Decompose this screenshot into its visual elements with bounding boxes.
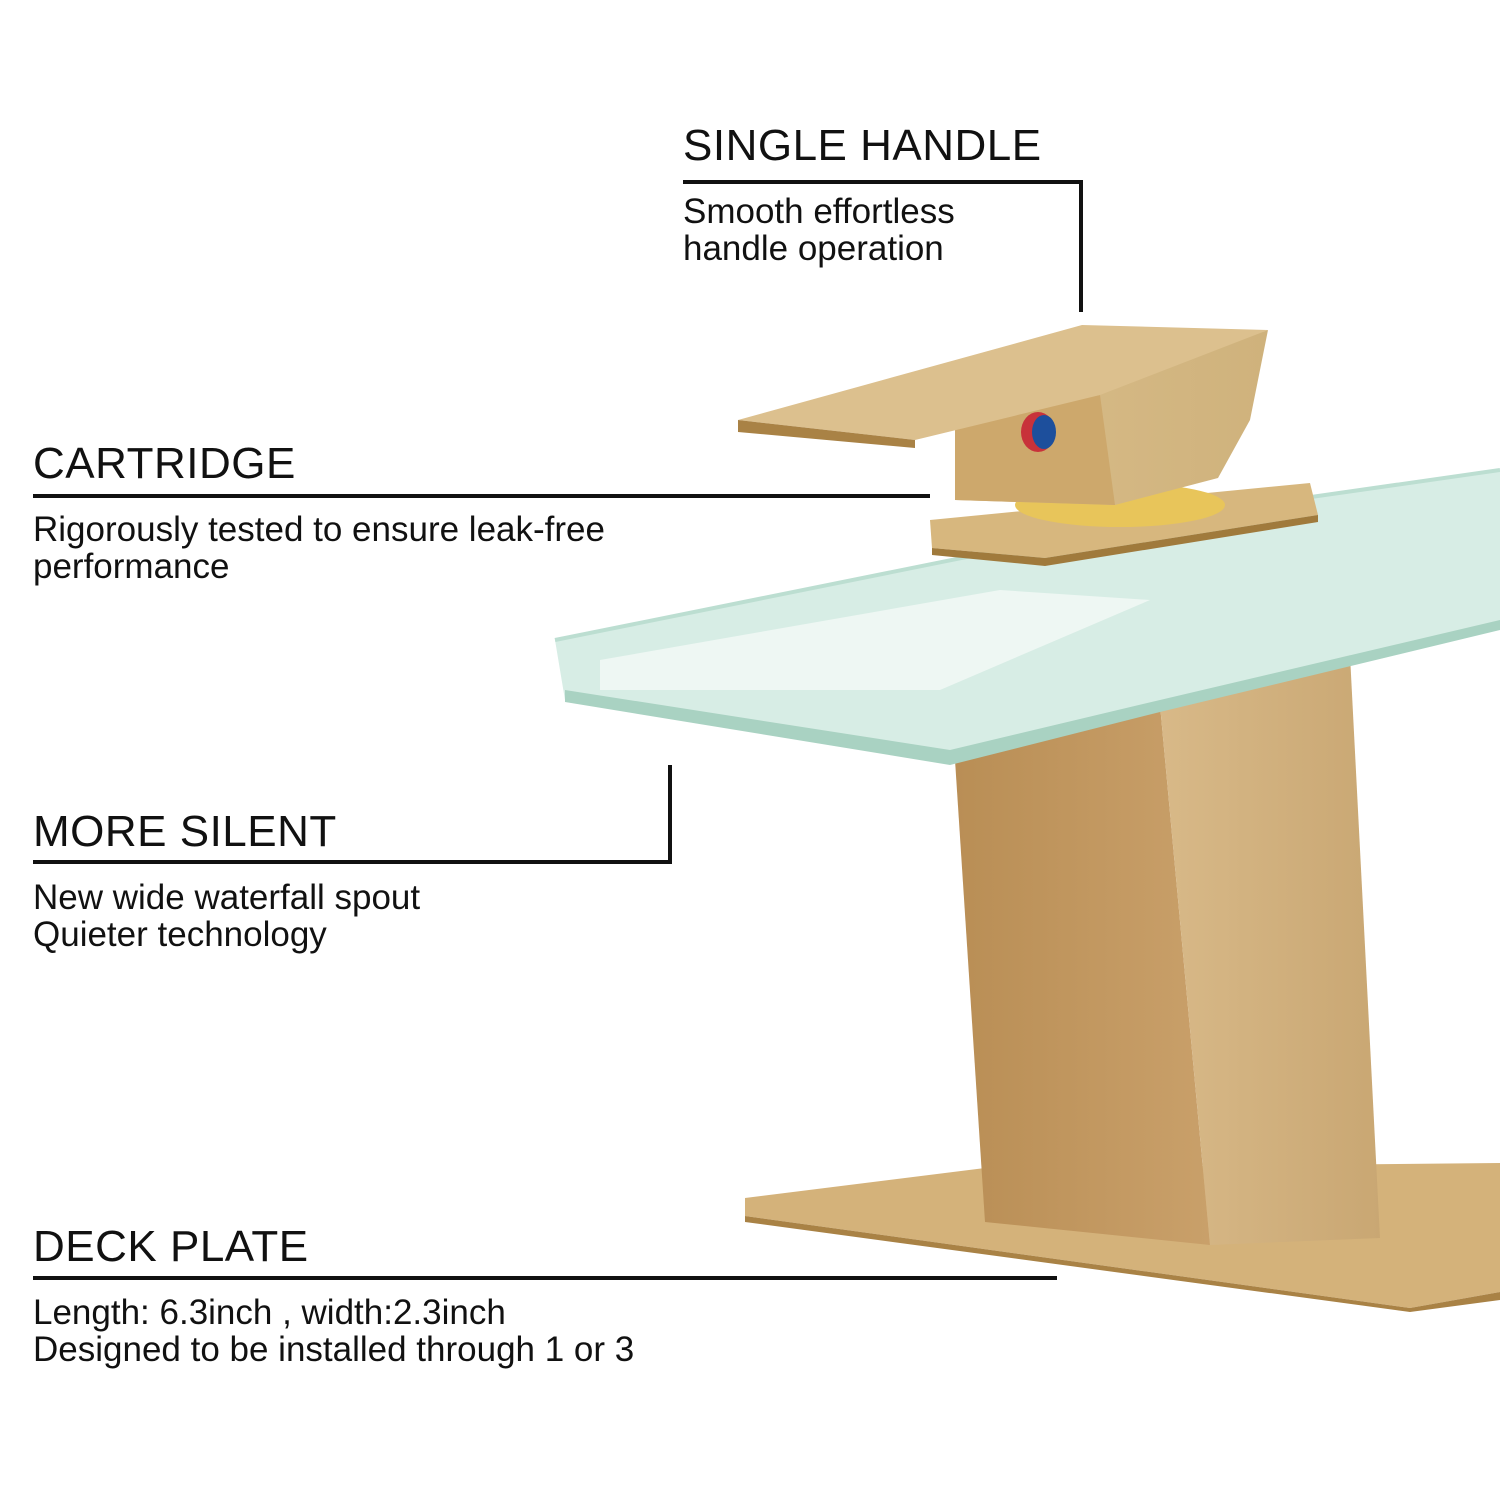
glass-spout [554, 468, 1500, 765]
deck-plate-leader-line [33, 1276, 1057, 1280]
more-silent-leader-line [33, 860, 672, 864]
faucet-body [955, 655, 1380, 1245]
more-silent-desc-2: Quieter technology [33, 915, 327, 954]
cartridge-title: CARTRIDGE [33, 439, 296, 488]
single-handle-desc-1: Smooth effortless [683, 192, 955, 231]
single-handle-leader-line [683, 180, 1083, 184]
more-silent-leader-line-vertical [668, 765, 672, 864]
cartridge-desc-2: performance [33, 547, 230, 586]
cartridge-leader-line [33, 494, 930, 498]
single-handle-shape [738, 325, 1318, 566]
more-silent-desc-1: New wide waterfall spout [33, 878, 421, 917]
deck-plate-desc-1: Length: 6.3inch , width:2.3inch [33, 1293, 506, 1332]
cartridge-desc-1: Rigorously tested to ensure leak-free [33, 510, 605, 549]
more-silent-title: MORE SILENT [33, 807, 337, 856]
single-handle-leader-line-vertical [1079, 180, 1083, 312]
deck-plate-desc-2: Designed to be installed through 1 or 3 [33, 1330, 635, 1369]
single-handle-desc-2: handle operation [683, 229, 944, 268]
deck-plate-title: DECK PLATE [33, 1222, 309, 1271]
single-handle-title: SINGLE HANDLE [683, 121, 1042, 170]
